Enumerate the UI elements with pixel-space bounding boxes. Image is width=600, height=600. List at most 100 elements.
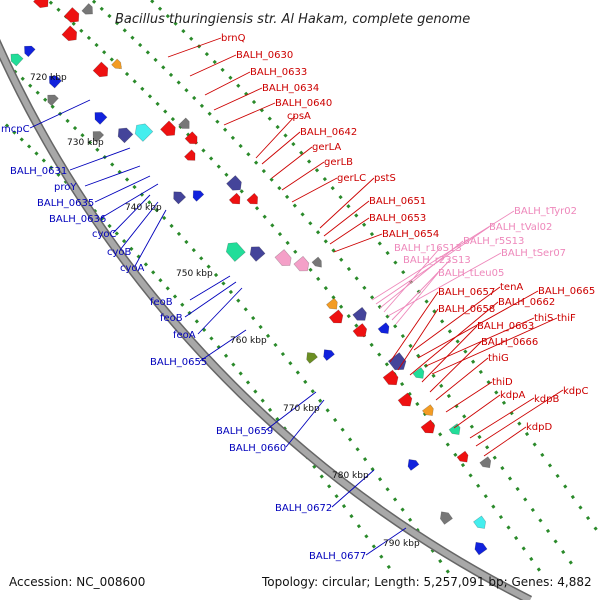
tick-dot [288,361,293,366]
gene-label: BALH_0634 [262,83,319,94]
tick-dot [338,304,344,309]
leader-line [197,287,243,335]
leader-line [119,201,159,251]
gene-label: kdpC [563,386,588,397]
leader-line [409,301,499,376]
tick-dot [275,124,280,130]
tick-dot [122,28,127,33]
tick-dot [453,452,458,457]
tick-dot [129,246,134,251]
tick-dot [170,117,176,122]
leader-line [469,397,535,439]
gene-feature [49,75,62,89]
tick-dot [201,148,206,153]
tick-label: 770 kbp [283,404,320,414]
tick-dot [438,432,443,437]
rna-label: BALH_tLeu05 [438,268,504,279]
gene-feature [456,450,469,463]
tick-dot [445,442,450,447]
tick-dot [165,286,170,291]
tick-label: 750 kbp [176,269,213,279]
tick-dot [267,407,273,412]
gene-feature [306,352,318,364]
tick-dot [19,137,24,142]
gene-label: BALH_0659 [216,426,273,437]
tick-dot [124,71,130,77]
tick-dot [132,79,137,84]
gene-feature [479,456,492,469]
labels-right: brnQ BALH_0630 BALH_0633 BALH_0634 BALH_… [221,33,595,433]
tick-dot [555,473,560,479]
tick-dot [91,0,97,4]
tick-dot [491,504,496,509]
leader-line [271,146,313,179]
gene-feature [134,123,154,142]
page-title: Bacillus thuringiensis str. Al Hakam, co… [115,12,470,27]
leader-line [453,394,501,429]
tick-labels: 720 kbp 730 kbp 740 kbp 750 kbp 760 kbp … [30,73,420,549]
gene-feature [412,367,425,379]
accession-text: Accession: NC_008600 [9,575,145,589]
tick-dot [231,362,236,367]
leader-line [389,291,439,363]
gene-label: kdpA [500,390,525,401]
gene-label: feoB [160,313,183,324]
gene-feature [326,297,338,310]
leader-line [331,469,375,508]
tick-dot [295,370,300,375]
tick-dot [377,241,382,246]
rna-label: BALH_tTyr02 [514,206,577,217]
tick-dot [515,486,520,492]
tick-dot [361,222,367,227]
tick-dot [161,65,166,70]
leader-line [265,391,317,431]
gene-label: BALH_0631 [10,166,67,177]
tick-dot [236,83,241,88]
tick-dot [110,162,115,167]
tick-dot [438,559,443,564]
tick-dot [318,398,323,403]
gene-feature [421,404,434,417]
tick-dot [303,379,308,384]
gene-label: cyoB [107,247,132,258]
tick-dot [238,143,243,149]
gene-label: proY [54,182,77,193]
tick-dot [151,270,156,275]
gene-label: tenA [500,282,523,293]
tick-dot [327,484,332,489]
tick-dot [206,264,211,269]
leader-line [94,175,151,203]
tick-dot [153,57,158,62]
gene-label: BALH_0635 [37,198,94,209]
tick-dot [114,21,120,26]
tick-dot [356,524,362,529]
leader-line [323,200,370,237]
leader-line [397,308,439,371]
tick-dot [408,343,413,349]
tick-dot [447,329,453,334]
tick-dot [323,286,328,291]
tick-dot [314,168,320,173]
tick-dot [341,504,347,509]
tick-dot [468,473,473,478]
leader-line [285,399,325,448]
tick-dot [568,560,573,565]
gene-feature [352,306,367,321]
tick-dot [408,517,413,522]
tick-dot [469,424,474,429]
tick-dot [292,203,297,208]
tick-dot [364,534,369,539]
tick-dot [139,192,145,197]
tick-dot [498,514,504,520]
leader-line [395,272,439,325]
leader-line [379,240,464,309]
tick-dot [4,123,10,128]
leader-line [435,357,489,401]
tick-dot [346,266,352,272]
tick-dot [460,463,466,468]
tick-dot [310,389,315,394]
tick-dot [346,204,351,209]
tick-dot [239,189,244,194]
tick-dot [168,72,174,78]
gene-label: thiS [534,313,553,324]
